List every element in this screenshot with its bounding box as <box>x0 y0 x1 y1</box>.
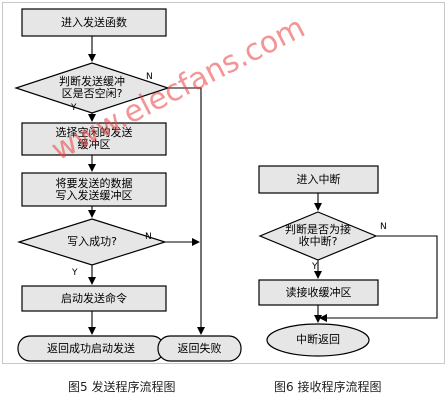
edge-right-decision-no <box>319 235 438 322</box>
left-start-send-box <box>21 285 167 312</box>
right-edge-label-n: N <box>380 222 387 232</box>
left-edge-label-n1: N <box>146 72 153 82</box>
left-edge-label-n2: N <box>145 232 152 242</box>
right-edge-label-y: Y <box>312 262 318 272</box>
right-decision-receive-int <box>258 211 378 261</box>
right-end-ellipse <box>266 323 370 357</box>
left-decision-write-ok <box>17 218 167 266</box>
left-decision-buffer-empty <box>14 62 170 114</box>
diagram-frame <box>2 2 445 364</box>
right-start-box <box>258 165 379 194</box>
left-return-fail-box <box>157 335 242 362</box>
left-edge-label-y2: Y <box>72 268 78 278</box>
left-start-box <box>21 8 167 37</box>
left-return-success-box <box>17 335 165 362</box>
edge-decision1-no <box>168 87 205 335</box>
right-read-buffer-box <box>258 279 379 306</box>
left-select-buffer-box <box>21 122 167 156</box>
left-edge-label-y1: Y <box>71 103 77 113</box>
figure5-caption: 图5 发送程序流程图 <box>68 380 176 394</box>
figure6-caption: 图6 接收程序流程图 <box>274 380 382 394</box>
left-write-data-box <box>21 172 167 207</box>
